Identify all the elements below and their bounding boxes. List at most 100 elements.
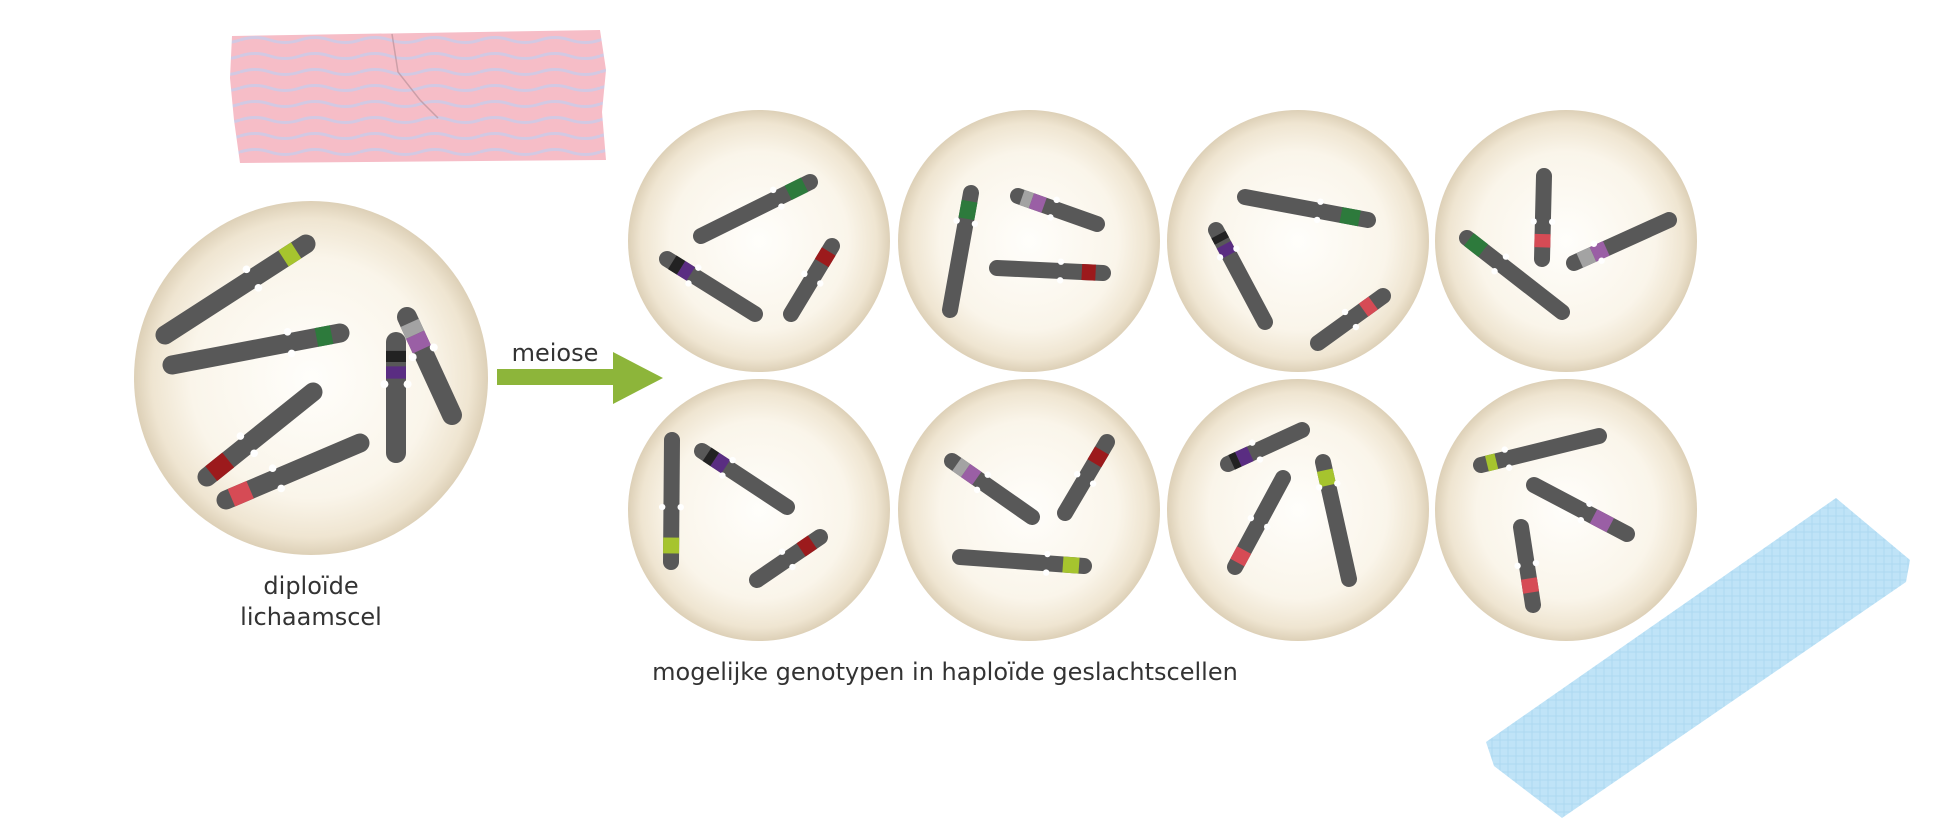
gamete-cell-membrane <box>628 379 890 641</box>
haploid-caption: mogelijke genotypen in haploïde geslacht… <box>652 658 1238 686</box>
haploid-chromosome <box>1220 422 1310 472</box>
chromosome-band <box>961 463 982 485</box>
chromosome-band <box>1228 451 1242 470</box>
diploid-label-line2: lichaamscel <box>240 603 382 631</box>
gamete-chromosomes <box>1220 422 1357 587</box>
chromosome-band <box>702 447 720 467</box>
meiosis-arrow <box>497 352 663 404</box>
pink-tape-decoration <box>230 30 606 163</box>
chromosome-long-lime <box>155 234 316 345</box>
haploid-chromosome <box>1459 230 1570 320</box>
chromosome-band <box>668 255 686 275</box>
chromosome-band <box>1235 446 1254 467</box>
chromosome-band <box>1062 556 1080 574</box>
gamete-cell <box>1167 379 1429 641</box>
chromosome-band <box>1216 240 1237 259</box>
haploid-chromosome <box>658 432 684 570</box>
chromosome-mid-lightred <box>216 433 370 510</box>
chromosome-band <box>1484 453 1499 472</box>
haploid-chromosome <box>694 443 795 515</box>
haploid-chromosome <box>1513 519 1541 613</box>
gamete-chromosomes <box>944 434 1115 576</box>
haploid-chromosome <box>1237 189 1376 228</box>
chromosome-long-green <box>162 323 350 375</box>
chromosome-band <box>1576 247 1597 268</box>
chromosome-band <box>227 480 254 507</box>
arrow-head <box>613 352 663 404</box>
diploid-chromosomes <box>155 234 462 510</box>
chromosome-band <box>1463 233 1489 257</box>
gamete-chromosomes <box>1208 189 1391 351</box>
diploid-label-line1: diploïde <box>263 572 358 600</box>
chromosome-band <box>1081 264 1096 281</box>
chromosome-band <box>406 330 431 354</box>
haploid-chromosome <box>783 238 840 322</box>
haploid-chromosome <box>1473 428 1607 473</box>
chromosome-band <box>400 318 425 339</box>
gamete-cell <box>898 110 1160 372</box>
gamete-cell <box>628 110 890 372</box>
chromosome-gray-purple <box>397 307 462 425</box>
haploid-gametes <box>628 110 1697 641</box>
haploid-chromosome <box>659 251 763 322</box>
chromosome-band <box>710 452 731 474</box>
gamete-cell <box>628 379 890 641</box>
chromosome-band <box>796 535 817 557</box>
gamete-cell <box>1435 379 1697 641</box>
arrow-shaft <box>497 369 615 385</box>
gamete-cell-membrane <box>628 110 890 372</box>
chromosome-band <box>1589 241 1610 262</box>
haploid-chromosome <box>952 549 1092 576</box>
chromosome-band <box>1521 577 1539 594</box>
chromosome-band <box>676 261 696 281</box>
gamete-cell-membrane <box>1435 110 1697 372</box>
diploid-cell <box>134 201 488 555</box>
chromosome-band <box>784 177 809 200</box>
haploid-chromosome <box>1526 477 1635 542</box>
haploid-chromosome <box>944 453 1040 525</box>
haploid-chromosome <box>1057 434 1115 521</box>
gamete-cell <box>1167 110 1429 372</box>
chromosome-band <box>1211 230 1229 245</box>
haploid-chromosome <box>749 529 828 588</box>
chromosome-band <box>814 247 836 268</box>
haploid-chromosome <box>942 185 979 318</box>
haploid-chromosome <box>1530 168 1556 267</box>
chromosome-band <box>314 325 334 347</box>
haploid-chromosome <box>1315 454 1357 587</box>
gamete-chromosomes <box>659 174 840 322</box>
gamete-chromosomes <box>658 432 828 588</box>
chromosome-band <box>958 199 978 221</box>
gamete-cell-membrane <box>1167 379 1429 641</box>
chromosome-mid-darkred <box>197 382 323 487</box>
chromosome-band <box>1087 446 1109 468</box>
gamete-cell-membrane <box>898 110 1160 372</box>
haploid-chromosome <box>989 258 1111 284</box>
gamete-chromosomes <box>1473 428 1635 613</box>
haploid-chromosome <box>1208 222 1273 330</box>
chromosome-band <box>1358 296 1378 317</box>
haploid-chromosome <box>693 174 818 244</box>
chromosome-band <box>1019 189 1035 209</box>
chromosome-band <box>1339 207 1361 227</box>
haploid-chromosome <box>1010 188 1105 232</box>
haploid-chromosome <box>1227 470 1291 575</box>
chromosome-band <box>1317 468 1337 488</box>
chromosome-band <box>1028 193 1047 213</box>
blue-tape-decoration <box>1486 498 1910 818</box>
gamete-chromosomes <box>1459 168 1677 320</box>
chromosome-black-purple <box>380 332 412 463</box>
chromosome-band <box>952 457 971 478</box>
haploid-chromosome <box>1310 288 1391 351</box>
haploid-chromosome <box>1566 212 1677 271</box>
process-label: meiose <box>512 339 599 367</box>
chromosome-band <box>1589 509 1614 533</box>
gamete-cell <box>1435 110 1697 372</box>
gamete-chromosomes <box>942 185 1111 318</box>
gamete-cell <box>898 379 1160 641</box>
gamete-cell-membrane <box>1167 110 1429 372</box>
chromosome-band <box>1230 546 1252 567</box>
chromosome-band <box>205 452 235 482</box>
chromosome-band <box>278 242 302 267</box>
